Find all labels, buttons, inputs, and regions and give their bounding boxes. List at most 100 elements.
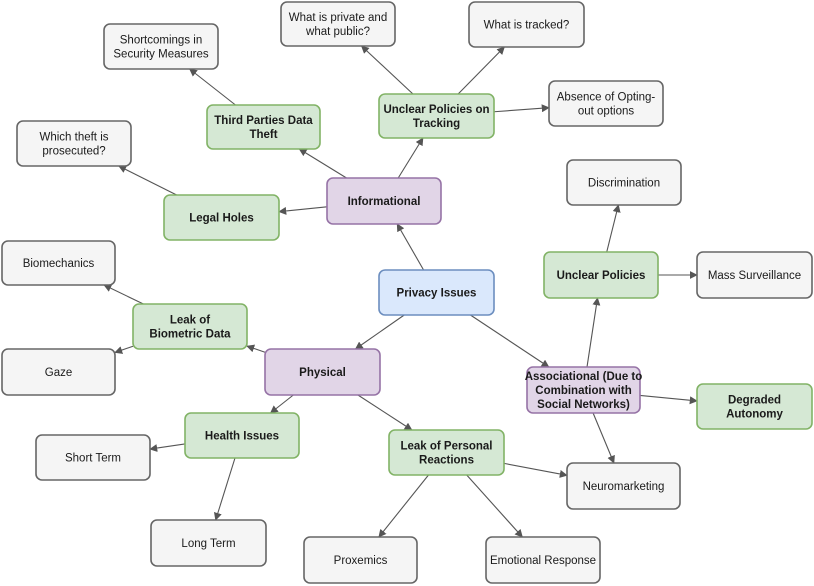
node-mass-surveillance: Mass Surveillance — [696, 251, 813, 299]
edge-associational-to-neuromarketing — [592, 412, 615, 464]
node-unclear-policies-tracking: Unclear Policies on Tracking — [378, 93, 495, 139]
node-label-line: Combination with — [535, 385, 631, 397]
node-box — [150, 519, 267, 567]
node-box — [378, 93, 495, 139]
node-box — [184, 412, 300, 459]
node-label-line: Tracking — [413, 118, 460, 130]
node-emotional-response: Emotional Response — [485, 536, 601, 584]
node-label-line: Informational — [348, 196, 421, 208]
node-label-line: Mass Surveillance — [708, 270, 801, 282]
node-label-line: Associational (Due to — [525, 371, 643, 383]
edge-root-to-associational — [470, 314, 550, 368]
node-label-line: out options — [578, 106, 635, 118]
edge-third-parties-to-shortcomings — [189, 68, 236, 106]
node-leak-biometric: Leak of Biometric Data — [132, 303, 248, 350]
edge-leak-reactions-to-neuromarketing — [503, 462, 568, 478]
node-label-line: Leak of — [170, 315, 210, 327]
node-informational: Informational — [326, 177, 442, 225]
node-box — [264, 348, 381, 396]
node-label-line: what public? — [305, 26, 370, 38]
node-neuromarketing: Neuromarketing — [566, 462, 681, 510]
node-box — [1, 348, 116, 396]
node-label-line: Biometric Data — [149, 329, 231, 341]
node-opting-out: Absence of Opting-out options — [548, 80, 664, 127]
node-box — [543, 251, 659, 299]
edge-informational-to-legal-holes — [278, 206, 328, 215]
node-label-line: Unclear Policies — [557, 270, 646, 282]
node-box — [468, 1, 585, 48]
edge-associational-to-degraded-autonomy — [639, 394, 698, 405]
node-label-line: Autonomy — [726, 409, 783, 421]
node-box — [526, 366, 641, 414]
node-box — [1, 240, 116, 286]
node-label-line: Social Networks) — [537, 399, 630, 411]
edge-informational-to-unclear-policies-tracking — [397, 137, 424, 179]
node-box — [16, 120, 132, 167]
node-health-issues: Health Issues — [184, 412, 300, 459]
node-box — [566, 462, 681, 510]
node-box — [303, 536, 418, 584]
edge-physical-to-health-issues — [269, 394, 294, 414]
node-label-line: Absence of Opting- — [557, 92, 656, 104]
node-label-line: Biomechanics — [23, 258, 95, 270]
edge-associational-to-unclear-policies — [586, 297, 601, 368]
node-box — [696, 383, 813, 430]
node-label-line: Legal Holes — [189, 213, 254, 225]
node-label-line: What is tracked? — [484, 20, 570, 32]
node-discrimination: Discrimination — [566, 159, 682, 206]
node-box — [132, 303, 248, 350]
node-box — [35, 434, 151, 481]
node-box — [206, 104, 321, 150]
node-label-line: Physical — [299, 367, 346, 379]
node-private-public: What is private and what public? — [280, 1, 396, 47]
edge-physical-to-leak-biometric — [246, 344, 266, 353]
node-root: Privacy Issues — [378, 269, 495, 316]
node-biomechanics: Biomechanics — [1, 240, 116, 286]
edge-unclear-policies-tracking-to-private-public — [360, 45, 414, 95]
node-box — [548, 80, 664, 127]
node-box — [485, 536, 601, 584]
node-label-line: Long Term — [181, 538, 235, 550]
node-label-line: prosecuted? — [42, 146, 105, 158]
node-box — [103, 23, 219, 70]
node-label-line: Theft — [249, 129, 277, 141]
node-long-term: Long Term — [150, 519, 267, 567]
edge-leak-reactions-to-proxemics — [378, 474, 429, 538]
edge-leak-biometric-to-gaze — [114, 345, 134, 354]
edge-informational-to-third-parties — [298, 148, 347, 179]
node-label-line: Health Issues — [205, 431, 279, 443]
node-legal-holes: Legal Holes — [163, 194, 280, 241]
node-label-line: Third Parties Data — [214, 115, 313, 127]
node-label-line: Degraded — [728, 395, 781, 407]
node-box — [326, 177, 442, 225]
node-label-line: Leak of Personal — [400, 441, 492, 453]
node-label-line: Discrimination — [588, 178, 660, 190]
node-box — [696, 251, 813, 299]
edge-health-issues-to-short-term — [149, 443, 186, 452]
node-associational: Associational (Due to Combination withSoc… — [525, 366, 643, 414]
node-label-line: What is private and — [289, 12, 387, 24]
node-short-term: Short Term — [35, 434, 151, 481]
node-unclear-policies: Unclear Policies — [543, 251, 659, 299]
node-label-line: Emotional Response — [490, 555, 596, 567]
edge-unclear-policies-tracking-to-opting-out — [493, 104, 550, 113]
node-label-line: Reactions — [419, 455, 474, 467]
node-box — [163, 194, 280, 241]
node-label-line: Short Term — [65, 453, 121, 465]
edge-root-to-physical — [354, 314, 405, 350]
node-proxemics: Proxemics — [303, 536, 418, 584]
edge-leak-reactions-to-emotional-response — [466, 474, 523, 538]
node-label-line: Shortcomings in — [120, 35, 202, 47]
node-label-line: Unclear Policies on — [383, 104, 489, 116]
edge-leak-biometric-to-biomechanics — [103, 284, 144, 305]
edge-unclear-policies-tracking-to-what-tracked — [457, 46, 505, 95]
node-label-line: Privacy Issues — [397, 288, 477, 300]
node-box — [566, 159, 682, 206]
node-box — [388, 429, 505, 476]
